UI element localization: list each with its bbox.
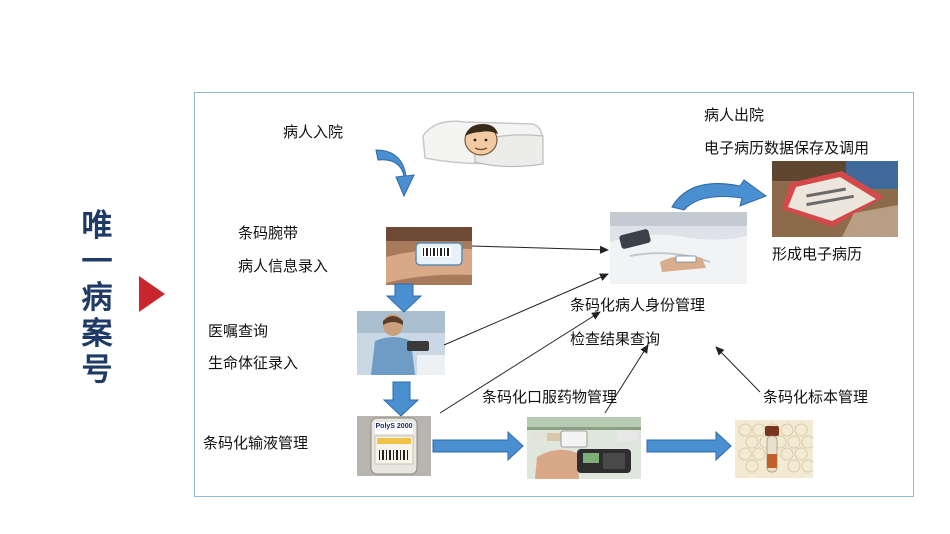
down-arrow-icon bbox=[385, 283, 423, 313]
right-arrow-icon bbox=[646, 430, 732, 462]
nurse-scanning-photo bbox=[357, 311, 445, 375]
right-arrow-icon bbox=[432, 430, 524, 462]
thin-arrow bbox=[443, 273, 609, 346]
curved-arrow-icon bbox=[671, 179, 768, 211]
label-oral-drug: 条码化口服药物管理 bbox=[482, 388, 618, 406]
side-title-char: 案 bbox=[81, 316, 113, 352]
triangle-arrow-icon bbox=[139, 276, 165, 312]
thin-arrow bbox=[604, 344, 649, 414]
wristband-photo bbox=[386, 227, 472, 285]
label-vitals: 生命体征录入 bbox=[208, 354, 299, 372]
patient-scan-photo bbox=[610, 212, 747, 284]
patient-in-bed-image bbox=[415, 112, 547, 170]
specimen-tube-photo bbox=[735, 420, 813, 478]
label-infusion: 条码化输液管理 bbox=[203, 434, 309, 452]
label-exam: 检查结果查询 bbox=[570, 330, 661, 348]
side-title-char: 号 bbox=[81, 352, 113, 388]
bottle-brand-text: PolyS 2000 bbox=[375, 423, 413, 430]
thin-arrow bbox=[471, 245, 609, 254]
label-admission: 病人入院 bbox=[283, 123, 344, 141]
side-title-char: 一 bbox=[81, 244, 113, 280]
medicine-scanner-photo bbox=[527, 417, 641, 479]
side-title-char: 病 bbox=[81, 280, 113, 316]
label-discharge: 病人出院 bbox=[704, 106, 765, 124]
label-wristband: 条码腕带 bbox=[238, 224, 299, 242]
curved-arrow-icon bbox=[375, 149, 415, 198]
label-specimen: 条码化标本管理 bbox=[763, 388, 869, 406]
down-arrow-icon bbox=[382, 381, 420, 417]
infusion-bag-photo: PolyS 2000 bbox=[357, 416, 431, 476]
label-identity: 条码化病人身份管理 bbox=[570, 296, 706, 314]
label-emr-storage: 电子病历数据保存及调用 bbox=[704, 139, 870, 157]
emr-document-photo bbox=[772, 161, 898, 237]
label-patient-info: 病人信息录入 bbox=[238, 257, 329, 275]
label-orders: 医嘱查询 bbox=[208, 322, 269, 340]
label-emr-form: 形成电子病历 bbox=[772, 245, 863, 263]
thin-arrow bbox=[439, 311, 601, 414]
side-title-char: 唯 bbox=[81, 208, 113, 244]
thin-arrow bbox=[715, 346, 761, 393]
side-title: 唯 一 病 案 号 bbox=[78, 208, 116, 388]
